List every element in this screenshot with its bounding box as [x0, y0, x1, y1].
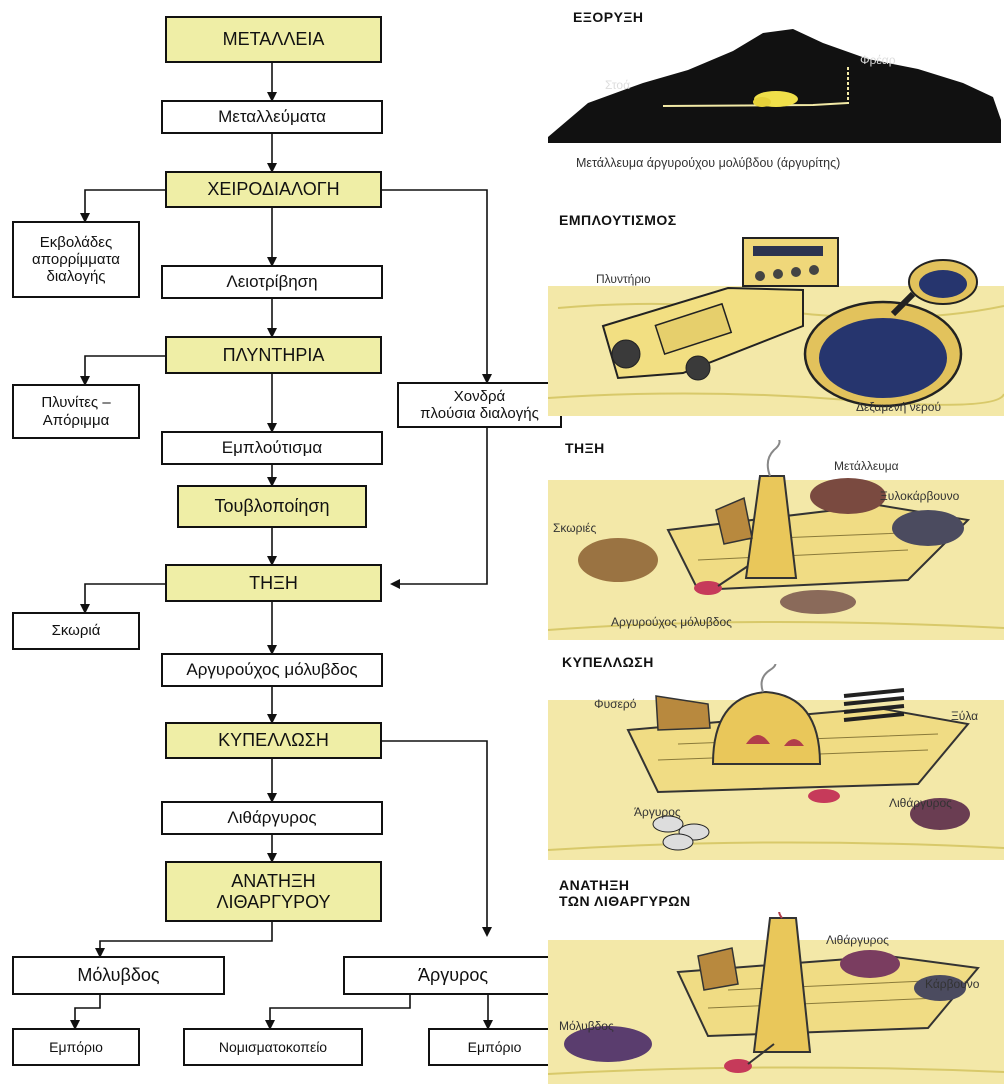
- box-molyvdos: Μόλυβδος: [12, 956, 225, 995]
- box-touvlopoiisi: Τουβλοποίηση: [177, 485, 367, 528]
- label-fysero: Φυσερό: [594, 697, 637, 711]
- label-frear: Φρέαρ: [860, 53, 896, 67]
- panel-title-kypellosi: ΚΥΠΕΛΛΩΣΗ: [562, 654, 654, 670]
- label-argyrouxos-molyvdos: Αργυρούχος μόλυβδος: [611, 615, 732, 629]
- box-anathixi-lithargyrou: ΑΝΑΤΗΞΗ ΛΙΘΑΡΓΥΡΟΥ: [165, 861, 382, 922]
- label-metallevma: Μετάλλευμα: [834, 459, 899, 473]
- box-plyntiria: ΠΛΥΝΤΗΡΙΑ: [165, 336, 382, 374]
- panel-title-emploutismos: ΕΜΠΛΟΥΤΙΣΜΟΣ: [559, 212, 677, 228]
- label-karvouno: Κάρβουνο: [925, 977, 980, 991]
- label-xyla: Ξύλα: [951, 709, 979, 723]
- label-molyvdos-anathixi: Μόλυβδος: [559, 1019, 614, 1033]
- box-metalleia: ΜΕΤΑΛΛΕΙΑ: [165, 16, 382, 63]
- label-dexameni: Δεξαμενή νερού: [856, 400, 942, 414]
- box-kypellosi: ΚΥΠΕΛΛΩΣΗ: [165, 722, 382, 759]
- mountain-illustration: [548, 29, 1001, 143]
- box-leiotrivisi: Λειοτρίβηση: [161, 265, 383, 299]
- box-skoria: Σκωριά: [12, 612, 140, 650]
- box-argyrouxos-molyvdos: Αργυρούχος μόλυβδος: [161, 653, 383, 687]
- label-skouries: Σκωριές: [553, 521, 597, 535]
- box-xondra: Χονδρά πλούσια διαλογής: [397, 382, 562, 428]
- caption-exoryxi: Μετάλλευμα άργυρούχου μολύβδου (άργυρίτη…: [576, 156, 841, 170]
- panel-title-anathixi: ΑΝΑΤΗΞΗ ΤΩΝ ΛΙΘΑΡΓΥΡΩΝ: [559, 877, 691, 910]
- panel-title-thixi: ΤΗΞΗ: [565, 440, 605, 456]
- box-argyros: Άργυρος: [343, 956, 563, 995]
- smelting-illustration: [548, 440, 1004, 640]
- label-xylokarvouno: Ξυλοκάρβουνο: [880, 489, 960, 503]
- box-nomismatokopeio: Νομισματοκοπείο: [183, 1028, 363, 1066]
- cupellation-illustration: [548, 664, 1004, 860]
- box-emporio-silver: Εμπόριο: [428, 1028, 561, 1066]
- box-emploutisma: Εμπλούτισμα: [161, 431, 383, 465]
- box-lithargyros: Λιθάργυρος: [161, 801, 383, 835]
- label-lithargyros: Λιθάργυρος: [889, 796, 952, 810]
- label-stoa: Στοά: [605, 78, 631, 92]
- label-lithargyros-anathixi: Λιθάργυρος: [826, 933, 889, 947]
- panel-title-exoryxi: ΕΞΟΡΥΞΗ: [573, 9, 644, 25]
- box-emporio-lead: Εμπόριο: [12, 1028, 140, 1066]
- box-ekvolades: Εκβολάδες απορρίμματα διαλογής: [12, 221, 140, 298]
- box-thixi: ΤΗΞΗ: [165, 564, 382, 602]
- box-xeirodialogi: ΧΕΙΡΟΔΙΑΛΟΓΗ: [165, 171, 382, 208]
- resmelting-illustration: [548, 912, 1004, 1084]
- label-plyntirio: Πλυντήριο: [596, 272, 651, 286]
- box-plynites: Πλυνίτες – Απόριμμα: [12, 384, 140, 439]
- washery-illustration: [548, 237, 1004, 416]
- box-metalleumata: Μεταλλεύματα: [161, 100, 383, 134]
- label-argyros: Άργυρος: [634, 805, 681, 819]
